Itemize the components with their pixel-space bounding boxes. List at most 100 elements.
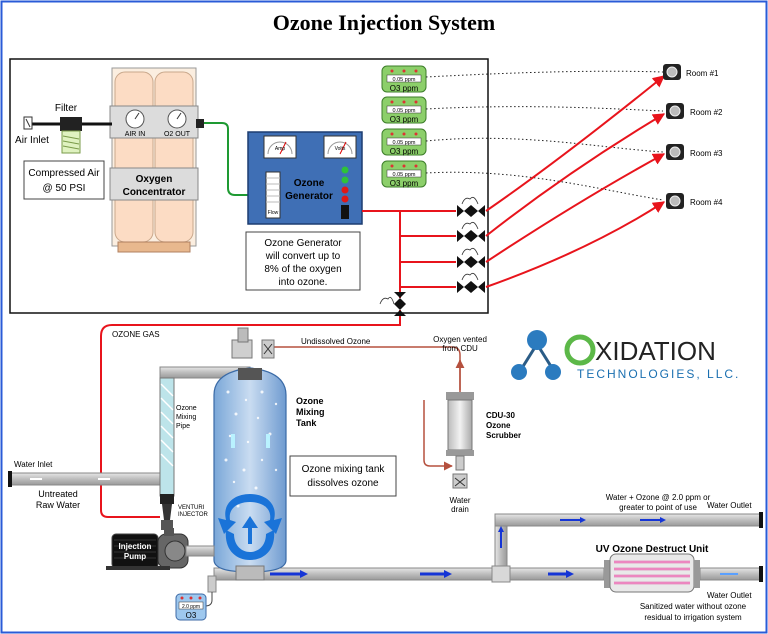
note-line-1: Ozone Generator — [264, 238, 342, 249]
water-pipes — [8, 366, 763, 593]
pump-label-2: Pump — [124, 552, 146, 561]
concentrator-label: Concentrator — [123, 187, 186, 198]
logo-o — [564, 334, 596, 366]
water-outlet-label: Water Outlet — [707, 501, 752, 510]
vented-label: Oxygen vented — [433, 335, 487, 344]
monitor-reading: 0.05 ppm — [393, 108, 416, 114]
sensor-wires — [425, 70, 664, 201]
note-line-2: will convert up to — [265, 251, 341, 262]
ozone-monitor: 0.05 ppm O3 ppm — [381, 96, 427, 124]
ozone-generator: Amp Volts Flow Ozone Generator — [247, 131, 363, 225]
cdu-scrubber: CDU-30 Ozone Scrubber Water drain — [446, 392, 521, 514]
generator-label-2: Generator — [285, 191, 333, 202]
ozone-gas-label: OZONE GAS — [112, 330, 160, 339]
monitor-unit: O3 ppm — [390, 84, 419, 93]
volts-label: Volts — [335, 146, 346, 152]
room-sensor: Room #3 — [666, 144, 723, 160]
solenoid-valve — [457, 221, 485, 242]
oxygen-line — [204, 122, 248, 196]
monitor-reading: 0.05 ppm — [393, 172, 416, 178]
injector-label: INJECTOR — [178, 512, 209, 518]
oxygen-label: Oxygen — [136, 174, 173, 185]
mixing-tank-note — [289, 455, 397, 497]
logo-subtitle: TECHNOLOGIES, LLC. — [577, 367, 740, 381]
cdu-feed-line — [423, 400, 453, 471]
solenoid-valve — [457, 272, 485, 293]
monitor-unit: O3 ppm — [390, 115, 419, 124]
drain-label-2: drain — [451, 505, 469, 514]
mixing-note-line-2: dissolves ozone — [307, 478, 379, 489]
solenoid-valve — [457, 196, 485, 217]
mixing-tank-label: Ozone — [296, 396, 324, 406]
room-sensor: Room #4 — [666, 193, 723, 209]
mixing-pipe-label-3: Pipe — [176, 423, 190, 430]
solenoid-valve — [457, 247, 485, 268]
room-label: Room #1 — [686, 69, 719, 78]
molecule-atom — [545, 364, 561, 380]
page-title: Ozone Injection System — [273, 10, 495, 35]
ozone-distribution-lines — [100, 75, 666, 518]
status-light-red — [341, 186, 349, 194]
flow-label: Flow — [268, 210, 279, 216]
ozone-monitor: 0.05 ppm O3 ppm — [381, 160, 427, 188]
status-light-red-2 — [341, 195, 349, 203]
compressed-air-text: Compressed Air — [28, 168, 100, 179]
sensor-unit: O3 — [186, 611, 197, 620]
molecule-atom — [527, 330, 547, 350]
room-label: Room #2 — [690, 108, 723, 117]
mixing-pipe-label-2: Mixing — [176, 414, 196, 421]
volt-meter — [323, 135, 357, 159]
untreated-label: Untreated — [38, 489, 78, 499]
filter-housing — [60, 117, 82, 131]
injection-pump: Injection Pump — [106, 528, 215, 570]
sensor-reading: 2.0 ppm — [182, 604, 200, 610]
room-label: Room #4 — [690, 198, 723, 207]
undissolved-ozone-line — [272, 346, 461, 390]
water-ozone-label: Water + Ozone @ 2.0 ppm or — [606, 493, 711, 502]
monitor-reading: 0.05 ppm — [393, 140, 416, 146]
note-line-4: into ozone. — [279, 277, 328, 288]
room-sensor: Room #2 — [666, 103, 723, 119]
ozone-monitor: 0.05 ppm O3 ppm — [381, 128, 427, 156]
sanitized-label-2: residual to irrigation system — [644, 613, 742, 622]
dissolved-ozone-sensor: 2.0 ppm O3 — [175, 592, 213, 621]
room-sensor: Room #1 — [663, 64, 719, 80]
power-switch — [341, 205, 349, 219]
mixing-tank-label-2: Mixing — [296, 407, 325, 417]
molecule-atom — [511, 364, 527, 380]
monitor-unit: O3 ppm — [390, 147, 419, 156]
room-label: Room #3 — [690, 149, 723, 158]
generator-label: Ozone — [294, 178, 325, 189]
cdu-label-3: Scrubber — [486, 431, 521, 440]
ozone-monitors: 0.05 ppm O3 ppm 0.05 ppm O3 ppm 0.05 ppm… — [381, 65, 427, 188]
monitor-reading: 0.05 ppm — [393, 77, 416, 83]
logo-name: XIDATION — [595, 336, 716, 366]
sanitized-label: Sanitized water without ozone — [640, 602, 747, 611]
mixing-tank-label-3: Tank — [296, 418, 317, 428]
room-valves — [379, 196, 485, 316]
compressed-air-psi: @ 50 PSI — [43, 183, 86, 194]
monitor-unit: O3 ppm — [390, 179, 419, 188]
uv-unit-label: UV Ozone Destruct Unit — [596, 544, 709, 555]
vented-label-2: from CDU — [442, 344, 478, 353]
drain-label: Water — [449, 496, 470, 505]
status-light-green-2 — [341, 176, 349, 184]
cdu-label-2: Ozone — [486, 421, 511, 430]
mixing-note-line-1: Ozone mixing tank — [302, 464, 386, 475]
company-logo: XIDATION TECHNOLOGIES, LLC. — [511, 330, 740, 381]
venturi-label: VENTURI — [178, 505, 205, 511]
raw-water-label: Raw Water — [36, 500, 80, 510]
amp-meter — [263, 135, 297, 159]
uv-destruct-unit: UV Ozone Destruct Unit — [596, 544, 709, 593]
water-inlet-label: Water Inlet — [14, 460, 53, 469]
ozone-mixing-tank: Ozone Mixing Tank — [213, 327, 325, 581]
status-light-green — [341, 166, 349, 174]
water-outlet-label-2: Water Outlet — [707, 591, 752, 600]
undissolved-label: Undissolved Ozone — [301, 337, 371, 346]
main-ozone-valve — [379, 292, 406, 316]
generator-note — [245, 231, 361, 291]
note-line-3: 8% of the oxygen — [264, 264, 341, 275]
air-filter-assembly: Filter Air Inlet — [15, 103, 112, 154]
mixing-pipe-label: Ozone — [176, 405, 197, 412]
